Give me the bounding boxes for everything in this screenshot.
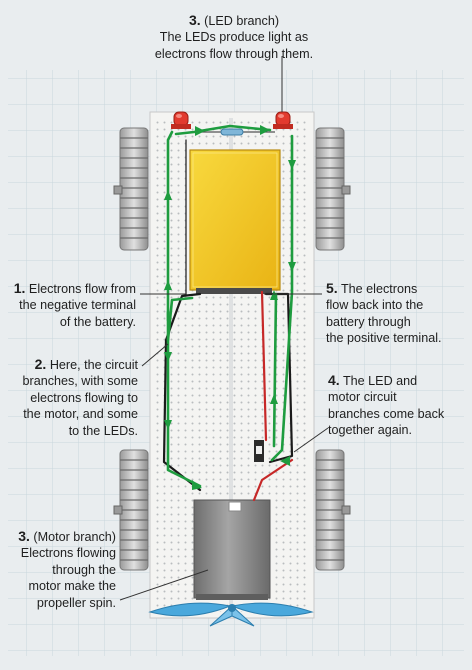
- label-text: branches, with some: [2, 373, 138, 389]
- battery: [190, 150, 280, 294]
- label-text: battery through: [326, 314, 468, 330]
- label-text: branches come back: [328, 406, 468, 422]
- label-number: 4.: [328, 372, 340, 388]
- label-text: (Motor branch): [33, 530, 116, 544]
- label-text: The LEDs produce light as: [118, 29, 350, 45]
- label-text: Electrons flowing: [2, 545, 116, 561]
- label-text: to the LEDs.: [2, 423, 138, 439]
- label-text: electrons flow through them.: [118, 46, 350, 62]
- label-step-1: 1. Electrons flow from the negative term…: [2, 280, 136, 330]
- label-number: 3.: [189, 12, 201, 28]
- label-number: 2.: [35, 356, 47, 372]
- switch: [254, 440, 264, 462]
- label-number: 1.: [14, 280, 26, 296]
- label-text: the negative terminal: [2, 297, 136, 313]
- label-motor-branch: 3. (Motor branch) Electrons flowing thro…: [2, 528, 116, 611]
- label-text: Here, the circuit: [50, 358, 138, 372]
- label-text: The LED and: [343, 374, 417, 388]
- label-text: the motor, and some: [2, 406, 138, 422]
- label-text: The electrons: [341, 282, 417, 296]
- label-text: through the: [2, 562, 116, 578]
- label-text: motor make the: [2, 578, 116, 594]
- label-step-4: 4. The LED and motor circuit branches co…: [328, 372, 468, 439]
- label-text: Electrons flow from: [29, 282, 136, 296]
- label-text: electrons flowing to: [2, 390, 138, 406]
- label-number: 5.: [326, 280, 338, 296]
- label-led-branch: 3. (LED branch) The LEDs produce light a…: [118, 12, 350, 62]
- label-text: the positive terminal.: [326, 330, 468, 346]
- label-text: flow back into the: [326, 297, 468, 313]
- label-text: of the battery.: [2, 314, 136, 330]
- motor: [194, 500, 270, 600]
- label-text: (LED branch): [204, 14, 279, 28]
- label-step-5: 5. The electrons flow back into the batt…: [326, 280, 468, 347]
- label-text: propeller spin.: [2, 595, 116, 611]
- label-text: motor circuit: [328, 389, 468, 405]
- label-text: together again.: [328, 422, 468, 438]
- label-step-2: 2. Here, the circuit branches, with some…: [2, 356, 138, 439]
- label-number: 3.: [18, 528, 30, 544]
